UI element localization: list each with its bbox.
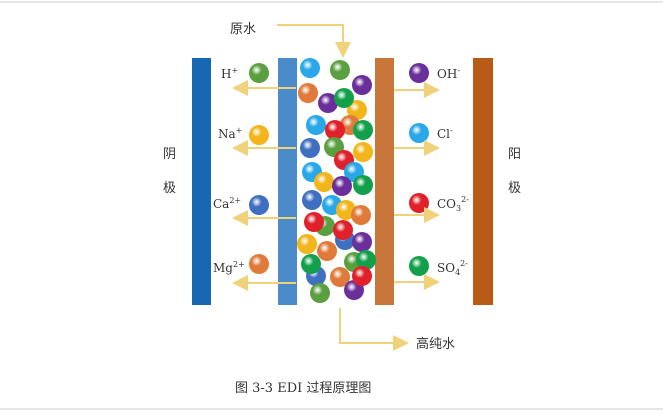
resin-bead xyxy=(332,176,352,196)
cation-ball-na xyxy=(249,125,269,145)
resin-bead xyxy=(352,232,372,252)
resin-bead xyxy=(317,241,337,261)
resin-bead xyxy=(352,266,372,286)
resin-bead xyxy=(333,220,353,240)
resin-bead xyxy=(314,172,334,192)
raw-water-label: 原水 xyxy=(230,22,256,37)
figure-caption: 图 3-3 EDI 过程原理图 xyxy=(235,381,371,396)
resin-bead xyxy=(300,138,320,158)
resin-bead xyxy=(356,250,376,270)
anion-ball-oh xyxy=(409,63,429,83)
cation-label-mg: Mg2+ xyxy=(213,260,245,275)
mixed-bed-resin xyxy=(297,58,376,303)
resin-bead xyxy=(297,234,317,254)
anion-label-so4: SO42- xyxy=(437,259,468,277)
cation-label-h: H+ xyxy=(221,66,238,81)
resin-bead xyxy=(334,88,354,108)
resin-bead xyxy=(298,83,318,103)
resin-bead xyxy=(302,190,322,210)
cation-ball-mg xyxy=(249,254,269,274)
anode-electrode xyxy=(473,58,493,305)
cathode-electrode xyxy=(192,58,211,305)
cation-label-na: Na+ xyxy=(218,126,242,141)
resin-bead xyxy=(353,142,373,162)
resin-bead xyxy=(325,120,345,140)
anode-label-2: 极 xyxy=(508,181,521,196)
cation-ball-h xyxy=(249,63,269,83)
anion-ball-co3 xyxy=(409,193,429,213)
anion-exchange-membrane xyxy=(375,58,394,305)
anion-label-cl: Cl- xyxy=(437,126,453,141)
anion-label-oh: OH- xyxy=(437,66,460,81)
anion-label-co3: CO32- xyxy=(437,195,469,213)
resin-bead xyxy=(330,267,350,287)
resin-bead xyxy=(304,212,324,232)
resin-bead xyxy=(301,254,321,274)
cation-ball-ca xyxy=(249,195,269,215)
anion-ball-so4 xyxy=(409,256,429,276)
resin-bead xyxy=(352,75,372,95)
pure-water-label: 高纯水 xyxy=(416,336,455,352)
pure-water-arrow xyxy=(339,308,409,351)
resin-bead xyxy=(351,205,371,225)
resin-bead xyxy=(353,175,373,195)
resin-bead xyxy=(330,60,350,80)
resin-bead xyxy=(353,120,373,140)
resin-bead xyxy=(300,58,320,78)
anode-label-1: 阳 xyxy=(508,147,521,162)
resin-bead xyxy=(306,115,326,135)
raw-water-arrow xyxy=(277,24,351,58)
cathode-label-1: 阴 xyxy=(163,147,176,162)
cation-exchange-membrane xyxy=(278,58,297,305)
resin-bead xyxy=(347,100,367,120)
cathode-label-2: 极 xyxy=(163,181,176,196)
cation-label-ca: Ca2+ xyxy=(213,196,241,211)
ions-layer: H+ Na+ Ca2+ Mg2+ OH- Cl- CO32- SO42- xyxy=(213,63,469,291)
anion-ball-cl xyxy=(409,123,429,143)
resin-bead xyxy=(318,93,338,113)
resin-bead xyxy=(310,283,330,303)
